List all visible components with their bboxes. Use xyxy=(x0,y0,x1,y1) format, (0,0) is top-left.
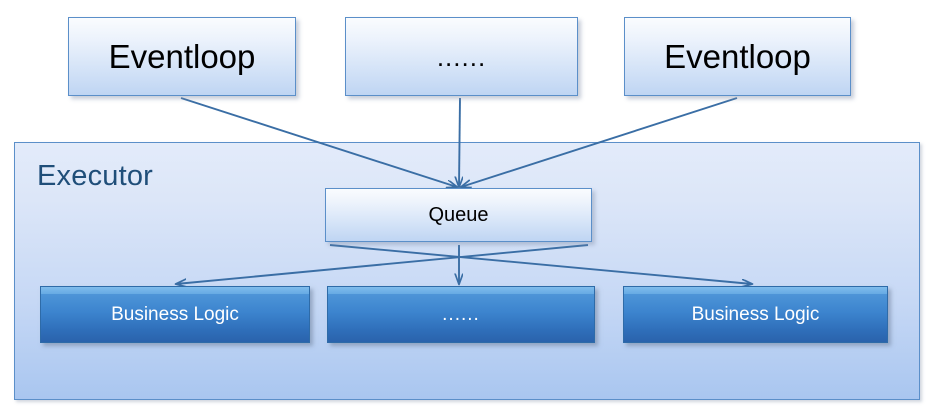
business-logic-label-ellipsis: ...... xyxy=(442,303,480,325)
business-logic-box-right[interactable]: Business Logic xyxy=(623,286,888,343)
business-logic-box-left[interactable]: Business Logic xyxy=(40,286,310,343)
eventloop-label-right: Eventloop xyxy=(664,37,811,75)
queue-box[interactable]: Queue xyxy=(325,188,592,242)
eventloop-label-left: Eventloop xyxy=(108,37,256,75)
business-logic-label-left: Business Logic xyxy=(111,303,239,325)
eventloop-box-right[interactable]: Eventloop xyxy=(624,17,851,96)
business-logic-label-right: Business Logic xyxy=(691,303,820,325)
executor-label: Executor xyxy=(37,160,154,192)
eventloop-label-ellipsis: ...... xyxy=(436,41,487,72)
eventloop-box-ellipsis[interactable]: ...... xyxy=(345,17,578,96)
executor-container: Executor xyxy=(14,142,920,400)
business-logic-box-ellipsis[interactable]: ...... xyxy=(327,286,595,343)
eventloop-box-left[interactable]: Eventloop xyxy=(68,17,296,96)
queue-label: Queue xyxy=(428,204,489,226)
